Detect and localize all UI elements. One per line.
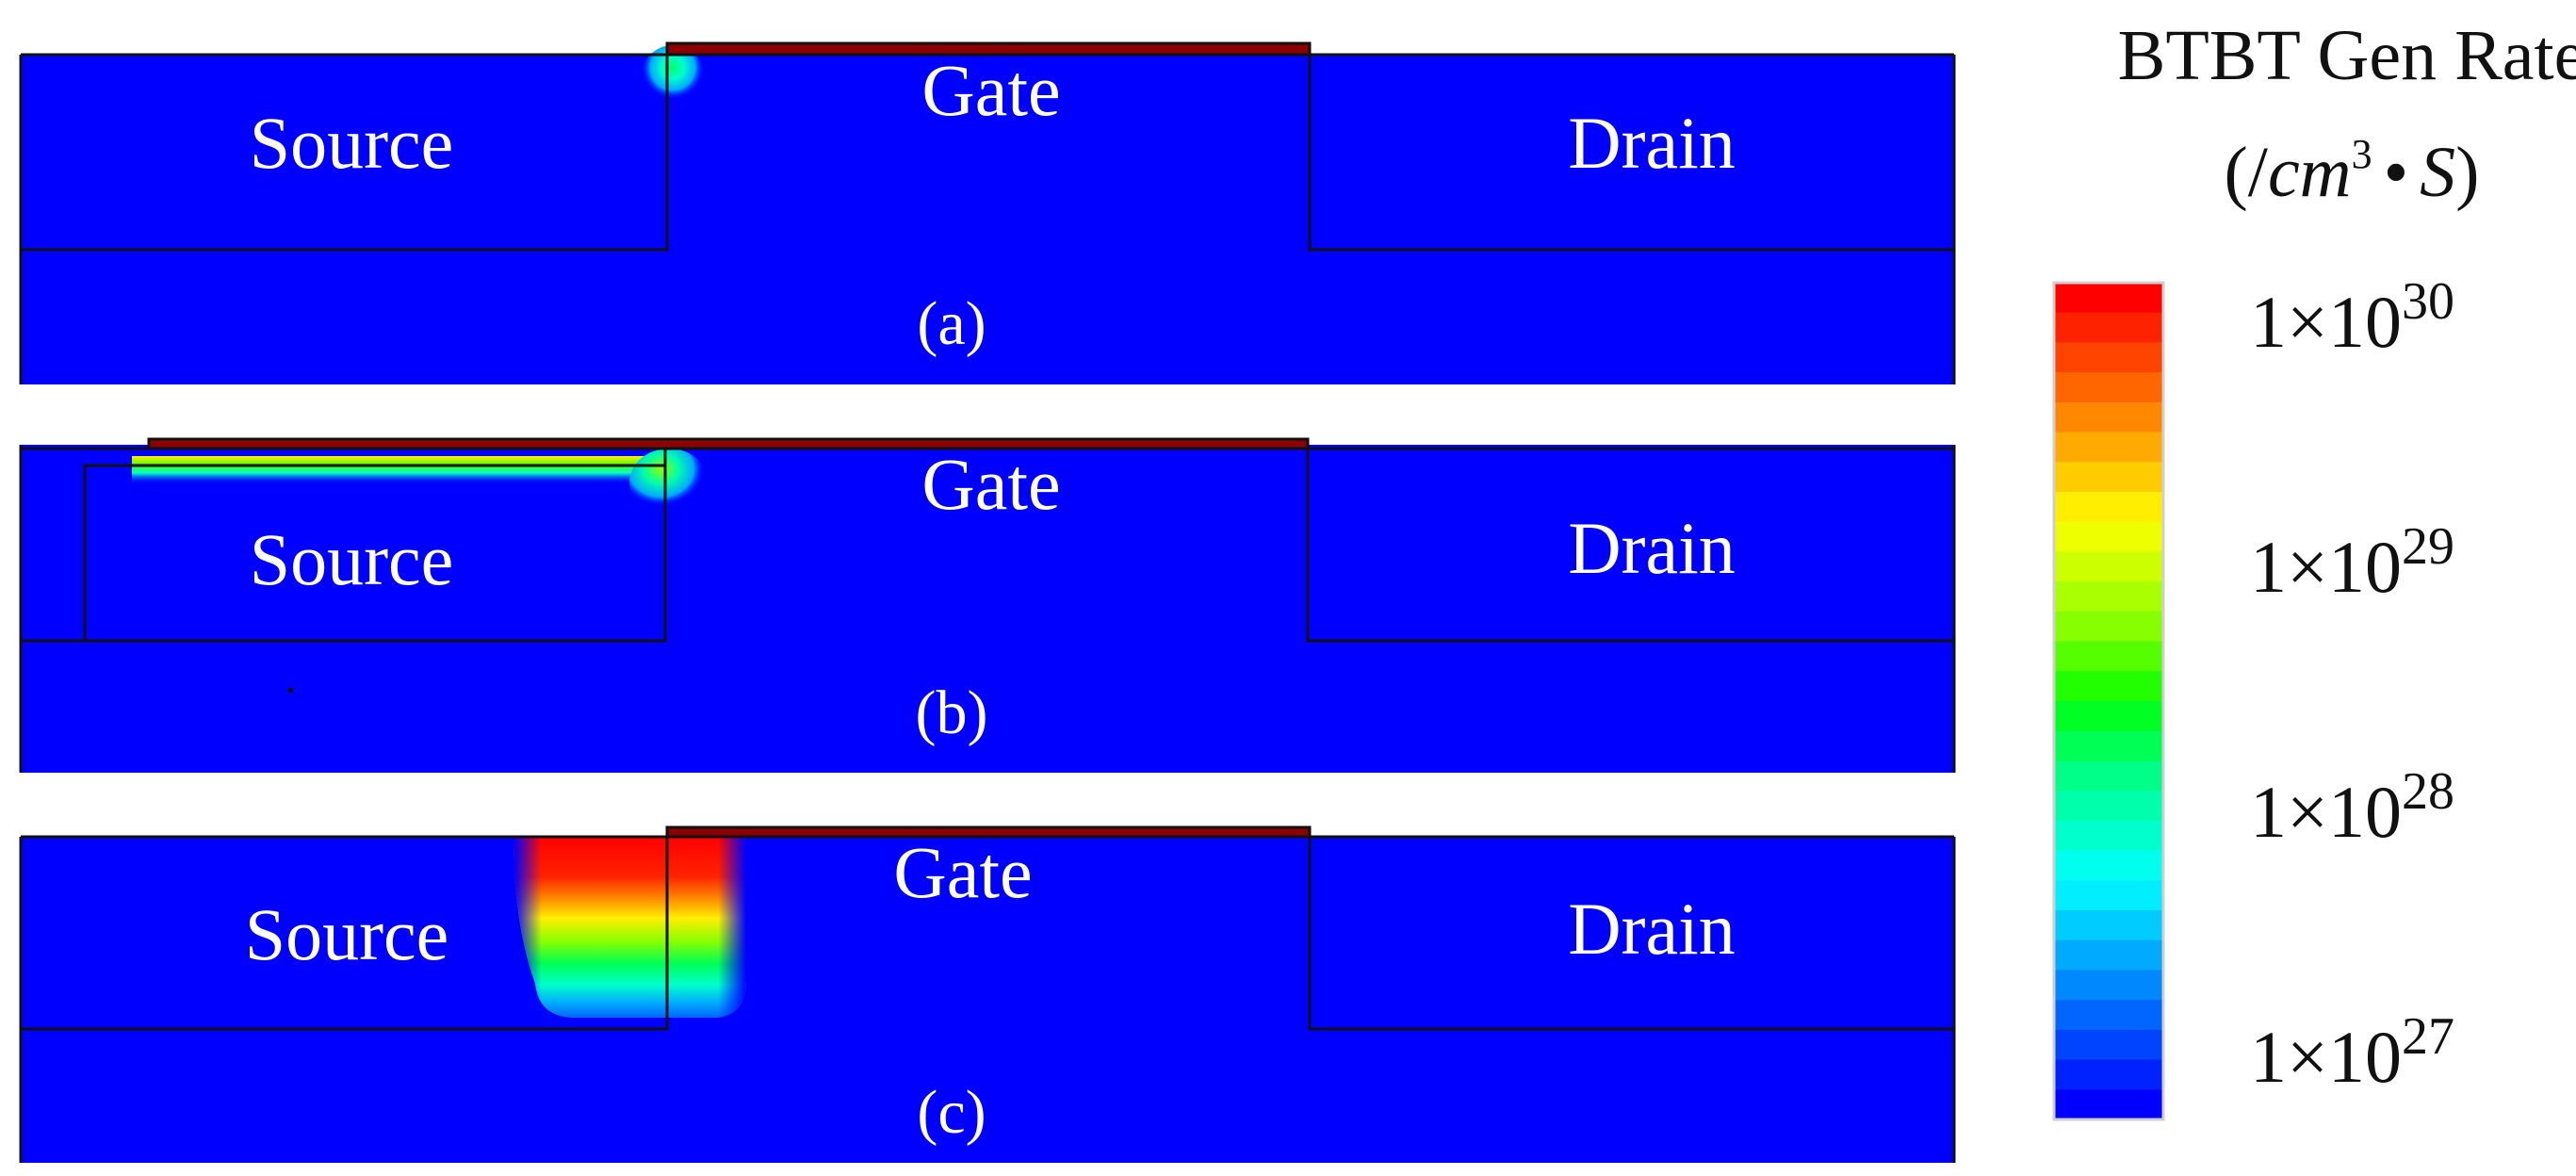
colorbar-tick-label: 1×1028 xyxy=(2250,762,2454,853)
colorbar-swatch xyxy=(2054,432,2163,464)
source-outline-c xyxy=(21,835,669,1031)
drain-outline-c xyxy=(1308,835,1954,1031)
panel-b: Source Gate Drain (b) xyxy=(19,437,1956,773)
colorbar-swatch xyxy=(2054,939,2163,972)
drain-label-a: Drain xyxy=(1568,102,1736,184)
source-label-c: Source xyxy=(245,893,449,975)
colorbar-swatch xyxy=(2054,850,2163,882)
colorbar-swatch xyxy=(2054,910,2163,941)
colorbar-swatch xyxy=(2054,760,2163,792)
colorbar-swatch xyxy=(2054,372,2163,403)
colorbar-swatch xyxy=(2054,581,2163,612)
gate-metal-a xyxy=(665,41,1312,57)
colorbar-tick-label: 1×1029 xyxy=(2250,517,2454,608)
colorbar-swatch xyxy=(2054,492,2163,523)
colorbar-swatch xyxy=(2054,671,2163,702)
colorbar-swatch xyxy=(2054,312,2163,344)
colorbar-unit: (/cm3•S) xyxy=(2225,131,2480,212)
btbt-hotspot-a xyxy=(641,45,705,109)
colorbar-swatch xyxy=(2054,342,2163,373)
substrate-c xyxy=(21,837,1954,1163)
colorbar-swatch xyxy=(2054,820,2163,852)
drain-label-b: Drain xyxy=(1568,507,1736,589)
colorbar-swatch xyxy=(2054,880,2163,911)
colorbar-title: BTBT Gen Rate xyxy=(2118,16,2576,95)
colorbar-swatch xyxy=(2054,1000,2163,1031)
colorbar-swatch xyxy=(2054,1089,2163,1120)
colorbar-swatch xyxy=(2054,283,2163,314)
colorbar-tick-label: 1×1027 xyxy=(2250,1007,2454,1098)
source-outline-a xyxy=(21,53,669,252)
colorbar-ticks: 1×1030 1×1029 1×1028 1×1027 xyxy=(2250,272,2454,1098)
gate-label-c: Gate xyxy=(893,831,1032,913)
colorbar-swatch xyxy=(2054,730,2163,762)
colorbar-tick-label: 1×1030 xyxy=(2250,272,2454,363)
btbt-tip-b xyxy=(629,449,709,516)
caption-b: (b) xyxy=(916,678,988,747)
colorbar: BTBT Gen Rate (/cm3•S) 1×1030 1×1029 1×102… xyxy=(2052,16,2576,1121)
gate-metal-c xyxy=(665,825,1312,839)
drain-label-c: Drain xyxy=(1568,888,1736,970)
colorbar-swatch xyxy=(2054,401,2163,433)
colorbar-swatches xyxy=(2054,283,2163,1120)
colorbar-swatch xyxy=(2054,641,2163,673)
gate-label-a: Gate xyxy=(921,49,1060,131)
gate-metal-b xyxy=(147,437,1310,450)
btbt-strip-b xyxy=(132,456,660,484)
panel-c: Source Gate Drain (c) xyxy=(19,825,1956,1163)
colorbar-swatch xyxy=(2054,551,2163,582)
gate-label-b: Gate xyxy=(921,443,1060,525)
colorbar-swatch xyxy=(2054,611,2163,643)
drain-outline-a xyxy=(1308,53,1954,252)
colorbar-swatch xyxy=(2054,791,2163,822)
btbt-region-edge-c xyxy=(514,837,746,1018)
colorbar-swatch xyxy=(2054,462,2163,493)
caption-a: (a) xyxy=(917,289,986,358)
drain-outline-b xyxy=(1306,447,1954,643)
colorbar-swatch xyxy=(2054,1059,2163,1091)
colorbar-swatch xyxy=(2054,701,2163,732)
caption-c: (c) xyxy=(917,1078,986,1147)
source-outline-b xyxy=(21,447,667,643)
substrate-a xyxy=(21,55,1954,384)
panel-a: Source Gate Drain (a) xyxy=(19,41,1956,384)
colorbar-swatch xyxy=(2054,521,2163,553)
source-label-b: Source xyxy=(250,518,454,600)
defect-dot-b xyxy=(288,688,293,693)
colorbar-swatch xyxy=(2054,1029,2163,1061)
source-label-a: Source xyxy=(250,102,454,184)
substrate-b xyxy=(21,445,1954,773)
colorbar-frame xyxy=(2052,281,2165,1121)
colorbar-swatch xyxy=(2054,970,2163,1001)
